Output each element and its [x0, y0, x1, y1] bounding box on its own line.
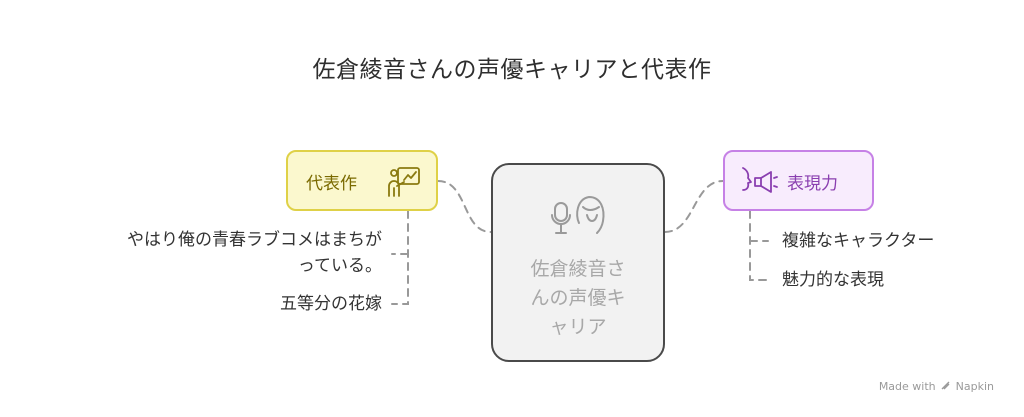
presentation-chart-icon	[386, 164, 422, 204]
expression-label: 表現力	[787, 174, 838, 194]
center-label-line: んの声優キ	[530, 287, 626, 309]
made-with-text: Made with	[878, 380, 936, 393]
napkin-watermark: Made with Napkin	[879, 380, 994, 393]
works-node: 代表作	[286, 150, 438, 211]
works-label: 代表作	[306, 174, 357, 194]
voice-actor-icon	[549, 185, 611, 251]
napkin-brand-text: Napkin	[955, 380, 994, 393]
connector-center-to-right	[664, 180, 724, 233]
connector-left-items	[391, 210, 409, 305]
connector-left-to-center	[437, 180, 492, 233]
works-item-1: やはり俺の青春ラブコメはまちが っている。	[10, 227, 382, 279]
diagram-title: 佐倉綾音さんの声優キャリアと代表作	[312, 57, 712, 83]
megaphone-speaking-icon	[739, 164, 779, 204]
expression-item-2: 魅力的な表現	[782, 270, 884, 290]
expression-item-1: 複雑なキャラクター	[782, 231, 935, 251]
works-item-line: やはり俺の青春ラブコメはまちが	[127, 230, 382, 250]
center-node: 佐倉綾音さ んの声優キ ャリア	[491, 163, 665, 362]
works-item-2: 五等分の花嫁	[280, 294, 382, 314]
center-label-line: ャリア	[549, 316, 607, 338]
napkin-logo-icon	[941, 380, 950, 390]
connector-right-items	[749, 210, 769, 281]
center-label: 佐倉綾音さ んの声優キ ャリア	[503, 255, 653, 342]
works-item-line: っている。	[297, 256, 382, 276]
center-label-line: 佐倉綾音さ	[530, 258, 626, 280]
expression-node: 表現力	[723, 150, 874, 211]
